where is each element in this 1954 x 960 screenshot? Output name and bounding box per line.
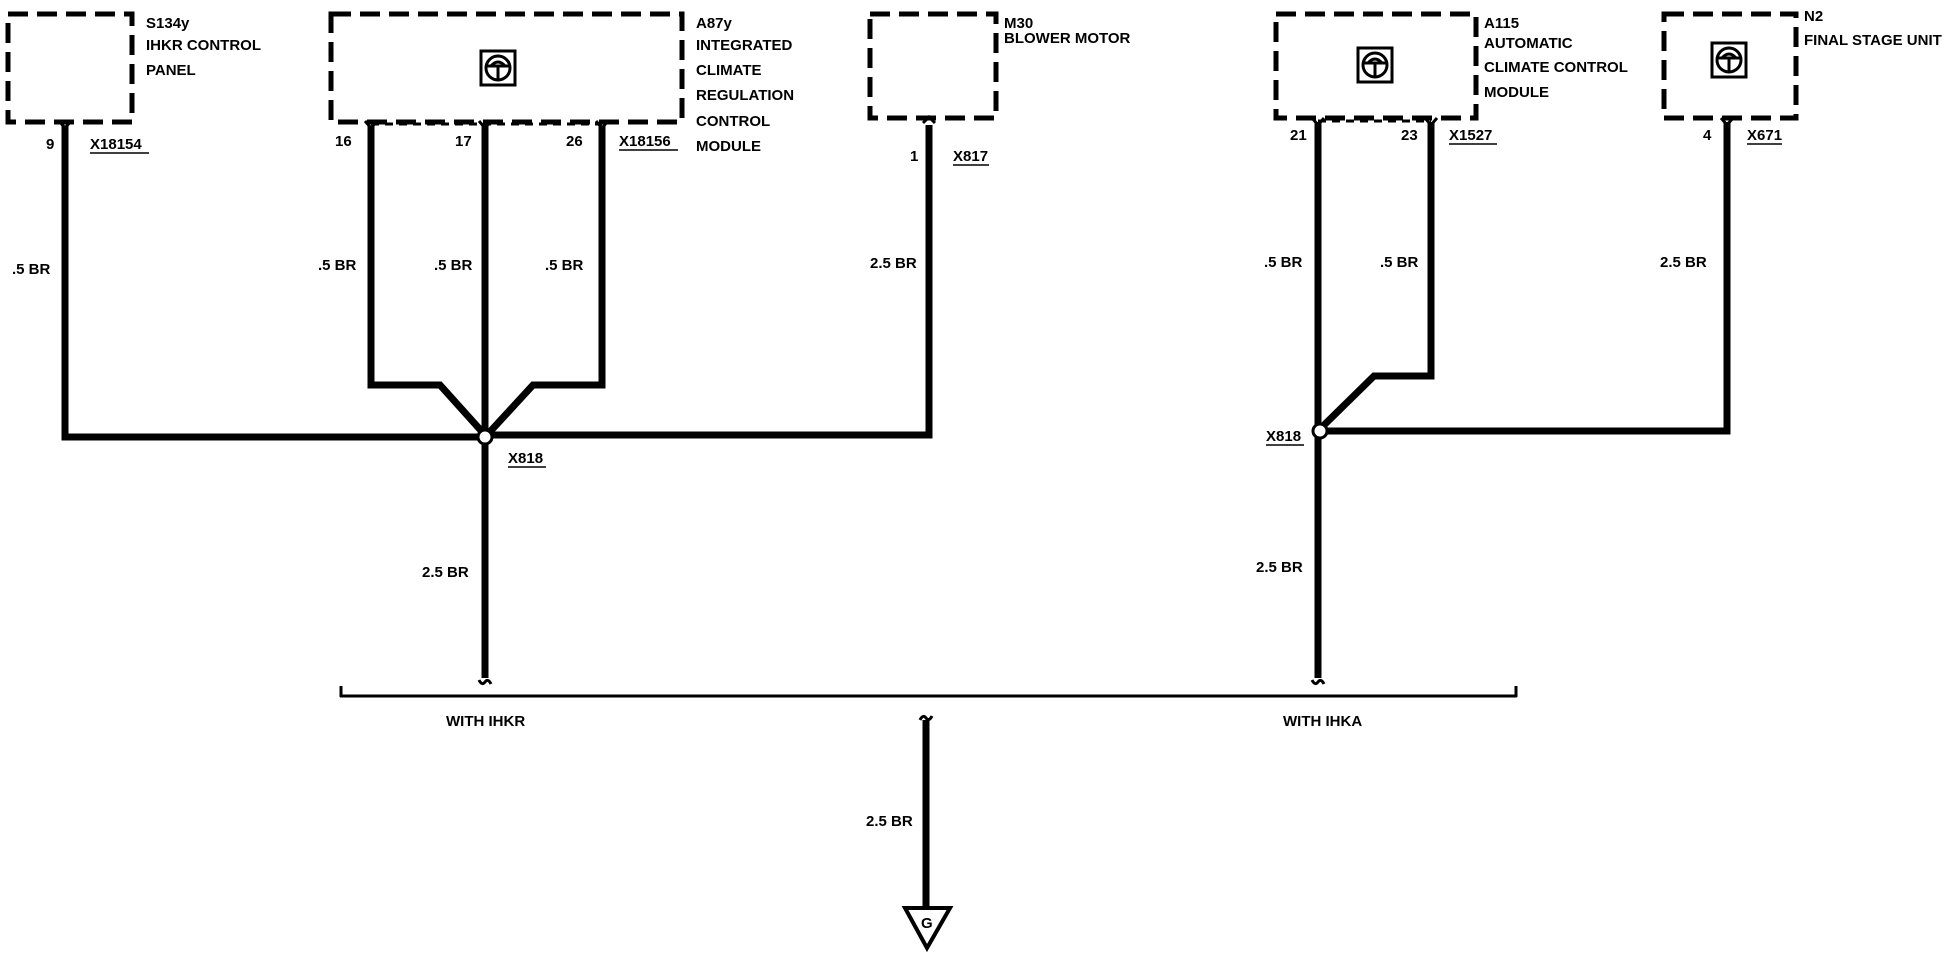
connector-x18154: X18154 [90, 136, 142, 153]
connector-x671: X671 [1747, 127, 1782, 144]
wire-label-a87y-16: .5 BR [318, 257, 357, 274]
splice-x818-left [476, 428, 494, 446]
n2-id: N2 [1804, 8, 1823, 25]
pin-n2-4: 4 [1703, 127, 1712, 144]
a87y-line-5: MODULE [696, 138, 761, 155]
wire-m30 [485, 125, 933, 439]
a87y-line-1: INTEGRATED [696, 37, 793, 54]
connector-x1527: X1527 [1449, 127, 1492, 144]
ground-symbol: G [901, 906, 954, 953]
m30-id: M30 [1004, 15, 1033, 32]
splice-x818-right-label: X818 [1266, 428, 1301, 445]
wire-break-marks [477, 678, 1326, 722]
wire-label-m30: 2.5 BR [870, 255, 917, 272]
wire-n2 [1318, 122, 1731, 435]
a87y-line-3: REGULATION [696, 87, 794, 104]
wire-a87y-26 [484, 126, 606, 438]
wire-label-ground: 2.5 BR [866, 813, 913, 830]
wire-label-a115-21: .5 BR [1264, 254, 1303, 271]
connector-x817: X817 [953, 148, 988, 165]
m30-box [867, 11, 999, 121]
splice-x818-right [1311, 422, 1329, 440]
wire-label-left-down: 2.5 BR [422, 564, 469, 581]
a115-line-1: AUTOMATIC [1484, 35, 1573, 52]
pin-m30-1: 1 [910, 148, 918, 165]
connector-x18156: X18156 [619, 133, 671, 150]
a87y-box [328, 11, 685, 125]
a87y-line-2: CLIMATE [696, 62, 762, 79]
pin-a87y-16: 16 [335, 133, 352, 150]
a115-box [1273, 11, 1479, 121]
a87y-line-4: CONTROL [696, 113, 770, 130]
pin-s134y-9: 9 [46, 136, 54, 153]
s134y-line-2: PANEL [146, 62, 196, 79]
a87y-id: A87y [696, 15, 733, 32]
a115-id: A115 [1484, 15, 1519, 32]
wire-label-n2: 2.5 BR [1660, 254, 1707, 271]
pin-a87y-26: 26 [566, 133, 583, 150]
wire-s134y [61, 126, 485, 441]
option-with-ihkr: WITH IHKR [446, 713, 525, 730]
s134y-box [5, 11, 135, 125]
wire-a87y-16 [367, 126, 488, 438]
wire-label-a87y-17: .5 BR [434, 257, 473, 274]
wire-a115-23 [1317, 122, 1435, 432]
n2-line-1: FINAL STAGE UNIT [1804, 32, 1942, 49]
pin-a87y-17: 17 [455, 133, 472, 150]
wire-label-right-down: 2.5 BR [1256, 559, 1303, 576]
a87y-ecu-icon [479, 49, 517, 87]
m30-line-1: BLOWER MOTOR [1004, 30, 1131, 47]
option-with-ihka: WITH IHKA [1283, 713, 1362, 730]
pin-a115-23: 23 [1401, 127, 1418, 144]
wire-label-s134y: .5 BR [12, 261, 51, 278]
a115-line-3: MODULE [1484, 84, 1549, 101]
ground-label: G [921, 915, 933, 932]
n2-box [1661, 11, 1799, 121]
a115-line-2: CLIMATE CONTROL [1484, 59, 1628, 76]
wire-label-a87y-26: .5 BR [545, 257, 584, 274]
splice-x818-left-label: X818 [508, 450, 543, 467]
pin-a115-21: 21 [1290, 127, 1307, 144]
a115-ecu-icon [1356, 46, 1394, 84]
option-bracket [339, 686, 1518, 698]
n2-ecu-icon [1710, 41, 1748, 79]
s134y-id: S134y [146, 15, 190, 32]
wire-label-a115-23: .5 BR [1380, 254, 1419, 271]
s134y-line-1: IHKR CONTROL [146, 37, 261, 54]
